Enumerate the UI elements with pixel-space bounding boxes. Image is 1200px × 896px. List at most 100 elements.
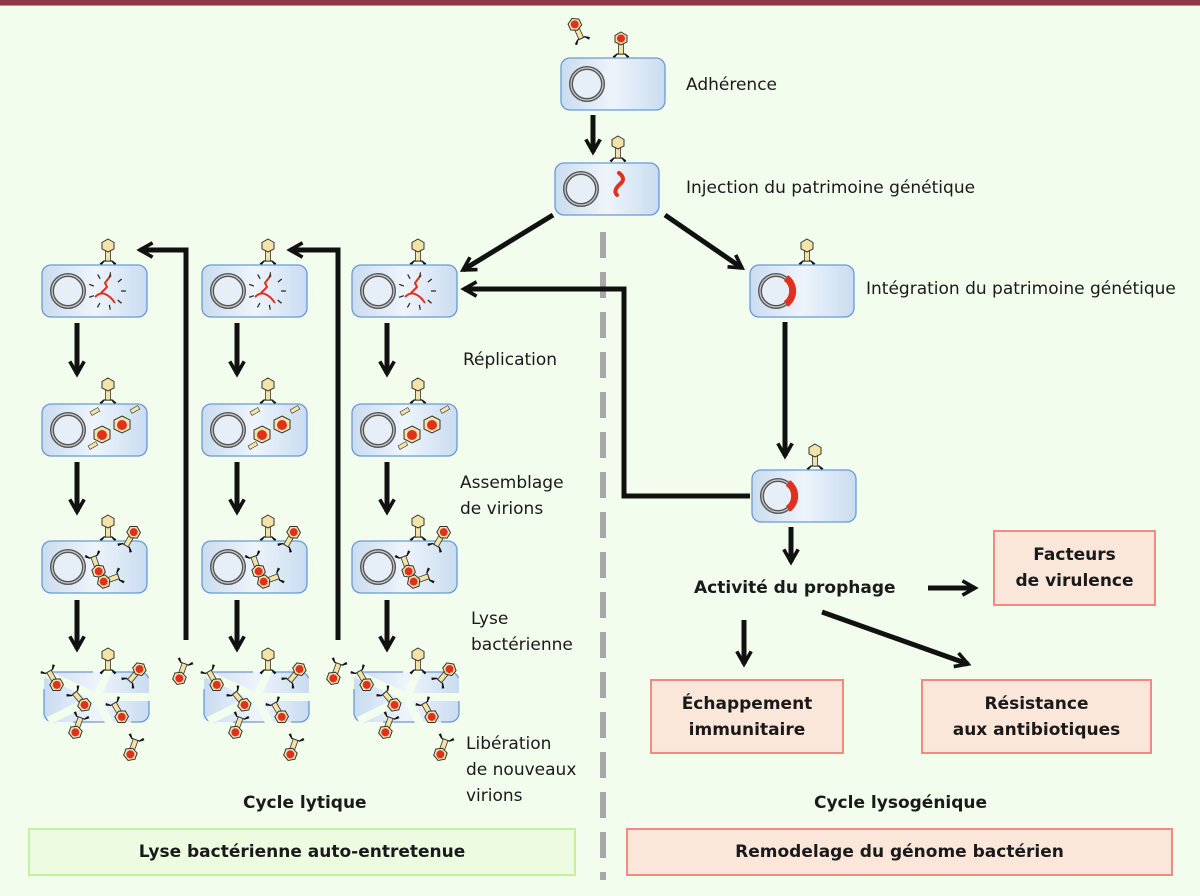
- arrows-layer: [77, 115, 975, 664]
- phage-icon: [259, 647, 277, 675]
- phage-icon: [265, 696, 290, 724]
- phage-icon: [350, 664, 375, 692]
- phage-icon: [409, 238, 427, 266]
- dna-strand-icon: [410, 274, 422, 294]
- phage-icon: [99, 238, 117, 266]
- phage-icon: [200, 664, 225, 692]
- immune-line2: immunitaire: [688, 719, 806, 740]
- label-release-line1: Libération: [466, 734, 552, 754]
- virulence-line1: Facteurs: [1033, 545, 1116, 565]
- bacterium-cell-icon: [351, 403, 458, 457]
- dna-strand-icon: [613, 171, 625, 197]
- phage-icon: [326, 657, 348, 685]
- arrow-icon: [463, 212, 555, 273]
- bacterium-cell-icon: [41, 525, 148, 594]
- bacterium-cell-icon: [751, 469, 857, 523]
- phage-icon: [244, 550, 266, 578]
- virulence-line2: de virulence: [1015, 571, 1134, 591]
- phage-icon: [123, 733, 145, 761]
- arrow-icon: [821, 609, 968, 664]
- bacterium-cell-icon: [41, 264, 148, 318]
- phage-icon: [609, 135, 627, 163]
- bacterium-cell-icon: [749, 264, 855, 318]
- label-lysis-line2: bactérienne: [471, 635, 573, 655]
- phage-icon: [277, 525, 302, 553]
- phage-icon: [567, 17, 590, 46]
- phage-icon: [427, 525, 452, 553]
- label-prophage-activity: Activité du prophage: [694, 578, 896, 598]
- label-lysis-line1: Lyse: [471, 609, 509, 629]
- phage-icon: [172, 657, 194, 685]
- bacterium-cell-icon: [201, 403, 308, 457]
- phage-icon: [431, 662, 457, 689]
- label-integration: Intégration du patrimoine génétique: [866, 279, 1176, 299]
- phage-icon: [68, 711, 90, 739]
- phage-icon: [105, 696, 130, 724]
- label-release-line3: virions: [466, 786, 523, 806]
- arrow-icon: [663, 212, 742, 271]
- phage-icon: [415, 696, 440, 724]
- label-replication: Réplication: [463, 350, 558, 370]
- bacterium-cell-icon: [201, 525, 308, 594]
- title-lysogenic-cycle: Cycle lysogénique: [814, 793, 988, 813]
- label-release-line2: de nouveaux: [466, 760, 577, 780]
- phage-icon: [226, 685, 252, 712]
- dna-strand-icon: [260, 274, 272, 294]
- label-adherence: Adhérence: [686, 75, 778, 95]
- immune-line1: Échappement: [681, 693, 813, 714]
- box-antibiotic-resistance: Résistance aux antibiotiques: [921, 679, 1152, 754]
- phage-icon: [409, 514, 427, 542]
- label-assembly: Assemblage de virions: [460, 470, 564, 522]
- integrated-dna-icon: [785, 480, 799, 512]
- phage-icon: [259, 238, 277, 266]
- arrow-icon: [464, 289, 750, 499]
- phage-icon: [283, 733, 305, 761]
- phage-icon: [407, 567, 435, 589]
- phage-icon: [806, 443, 824, 471]
- phage-icon: [228, 711, 250, 739]
- phage-icon: [99, 514, 117, 542]
- phage-icon: [378, 711, 400, 739]
- top-border: [0, 0, 1200, 6]
- phage-icon: [84, 550, 106, 578]
- summary-lysogenic: Remodelage du génome bactérien: [626, 828, 1173, 876]
- label-release: Libération de nouveaux virions: [466, 731, 576, 809]
- phage-icon: [394, 550, 416, 578]
- label-assembly-line2: de virions: [460, 499, 544, 519]
- phage-icon: [117, 525, 142, 553]
- arrow-icon: [140, 250, 189, 640]
- phage-icon: [121, 662, 147, 689]
- box-virulence-factors: Facteurs de virulence: [993, 530, 1156, 606]
- label-lysis: Lyse bactérienne: [471, 606, 573, 658]
- bacterium-cell-icon: [560, 57, 666, 111]
- phage-icon: [99, 647, 117, 675]
- bacterium-cell-icon: [41, 403, 148, 457]
- phage-icon: [433, 733, 455, 761]
- phage-icon: [259, 377, 277, 405]
- phage-icon: [97, 567, 125, 589]
- box-immune-escape: Échappement immunitaire: [650, 679, 844, 754]
- phage-icon: [257, 567, 285, 589]
- phage-icon: [40, 664, 65, 692]
- resistance-line2: aux antibiotiques: [952, 719, 1121, 740]
- bacterium-cell-icon: [351, 525, 458, 594]
- phage-icon: [409, 647, 427, 675]
- resistance-line1: Résistance: [984, 693, 1089, 714]
- phage-icon: [281, 662, 307, 689]
- phage-icon: [99, 377, 117, 405]
- bacterium-cell-icon: [554, 162, 660, 216]
- bacterium-cell-icon: [201, 264, 308, 318]
- phage-icon: [376, 685, 402, 712]
- title-lytic-cycle: Cycle lytique: [243, 793, 367, 813]
- phage-icon: [66, 685, 92, 712]
- phage-icon: [259, 514, 277, 542]
- phage-icon: [409, 377, 427, 405]
- label-injection: Injection du patrimoine génétique: [686, 178, 976, 198]
- cells-layer: [40, 17, 857, 761]
- integrated-dna-icon: [783, 275, 797, 307]
- dna-strand-icon: [100, 274, 112, 294]
- label-assembly-line1: Assemblage: [460, 473, 564, 493]
- summary-lytic: Lyse bactérienne auto-entretenue: [28, 828, 576, 876]
- phage-icon: [612, 31, 630, 59]
